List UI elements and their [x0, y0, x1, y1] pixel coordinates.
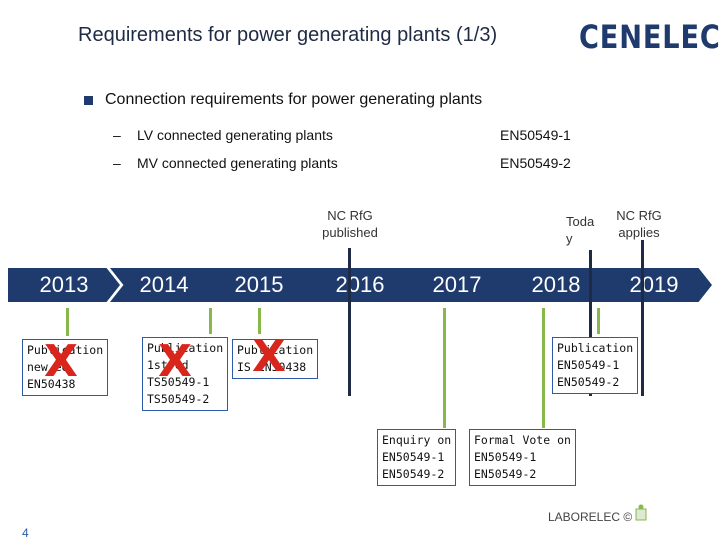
year-2013: 2013 — [39, 272, 89, 297]
year-2015: 2015 — [234, 272, 284, 297]
dash-2: – — [113, 155, 121, 171]
item-lv-code: EN50549-1 — [500, 127, 571, 143]
note-today: Toda y — [566, 214, 595, 246]
timeline-segment-2018 — [502, 268, 614, 302]
page-number: 4 — [22, 526, 29, 540]
year-2018: 2018 — [531, 272, 581, 297]
cross-2014-icon: X — [158, 336, 192, 387]
marker-nc-applies — [641, 240, 644, 396]
slide-title: Requirements for power generating plants… — [78, 24, 498, 46]
item-mv-label: MV connected generating plants — [137, 155, 338, 171]
timeline-segment-2014 — [110, 268, 222, 302]
timeline-segment-2017 — [404, 268, 516, 302]
year-2014: 2014 — [139, 272, 189, 297]
box-formal-vote: Formal Vote on EN50549-1 EN50549-2 — [469, 429, 576, 486]
marker-2013 — [66, 308, 69, 336]
note-nc-published: NC RfG published — [322, 208, 378, 240]
marker-2014 — [209, 308, 212, 334]
timeline — [0, 268, 720, 302]
marker-vote — [542, 308, 545, 428]
timeline-segment-2013 — [8, 268, 120, 302]
timeline-segment-2016 — [306, 268, 418, 302]
marker-enquiry — [443, 308, 446, 428]
cross-2013-icon: X — [44, 336, 78, 387]
dash-1: – — [113, 127, 121, 143]
bullet-square-icon — [84, 96, 93, 105]
box-2014: Publication 1st ed TS50549-1 TS50549-2 — [142, 337, 229, 411]
item-mv-code: EN50549-2 — [500, 155, 571, 171]
box-enquiry: Enquiry on EN50549-1 EN50549-2 — [377, 429, 457, 486]
footer-laborelec: LABORELEC © — [548, 510, 633, 524]
marker-today — [589, 250, 592, 396]
cenelec-logo: CENELEC — [579, 18, 720, 56]
box-2015: Publication IS EN50438 — [232, 339, 319, 379]
item-lv-label: LV connected generating plants — [137, 127, 333, 143]
timeline-segment-2015 — [208, 268, 320, 302]
laborelec-logo-icon — [635, 504, 647, 521]
note-nc-applies: NC RfG applies — [616, 208, 662, 240]
bullet-text: Connection requirements for power genera… — [105, 91, 483, 108]
box-2018: Publication EN50549-1 EN50549-2 — [552, 337, 639, 394]
marker-nc-published — [348, 248, 351, 396]
timeline-segment-2019 — [600, 268, 712, 302]
marker-2015 — [258, 308, 261, 334]
marker-2018 — [597, 308, 600, 334]
year-2017: 2017 — [432, 272, 482, 297]
year-2016: 2016 — [335, 272, 385, 297]
year-2019: 2019 — [629, 272, 679, 297]
box-2013: Publication new ed EN50438 — [22, 339, 109, 396]
cross-2015-icon: X — [252, 331, 286, 382]
